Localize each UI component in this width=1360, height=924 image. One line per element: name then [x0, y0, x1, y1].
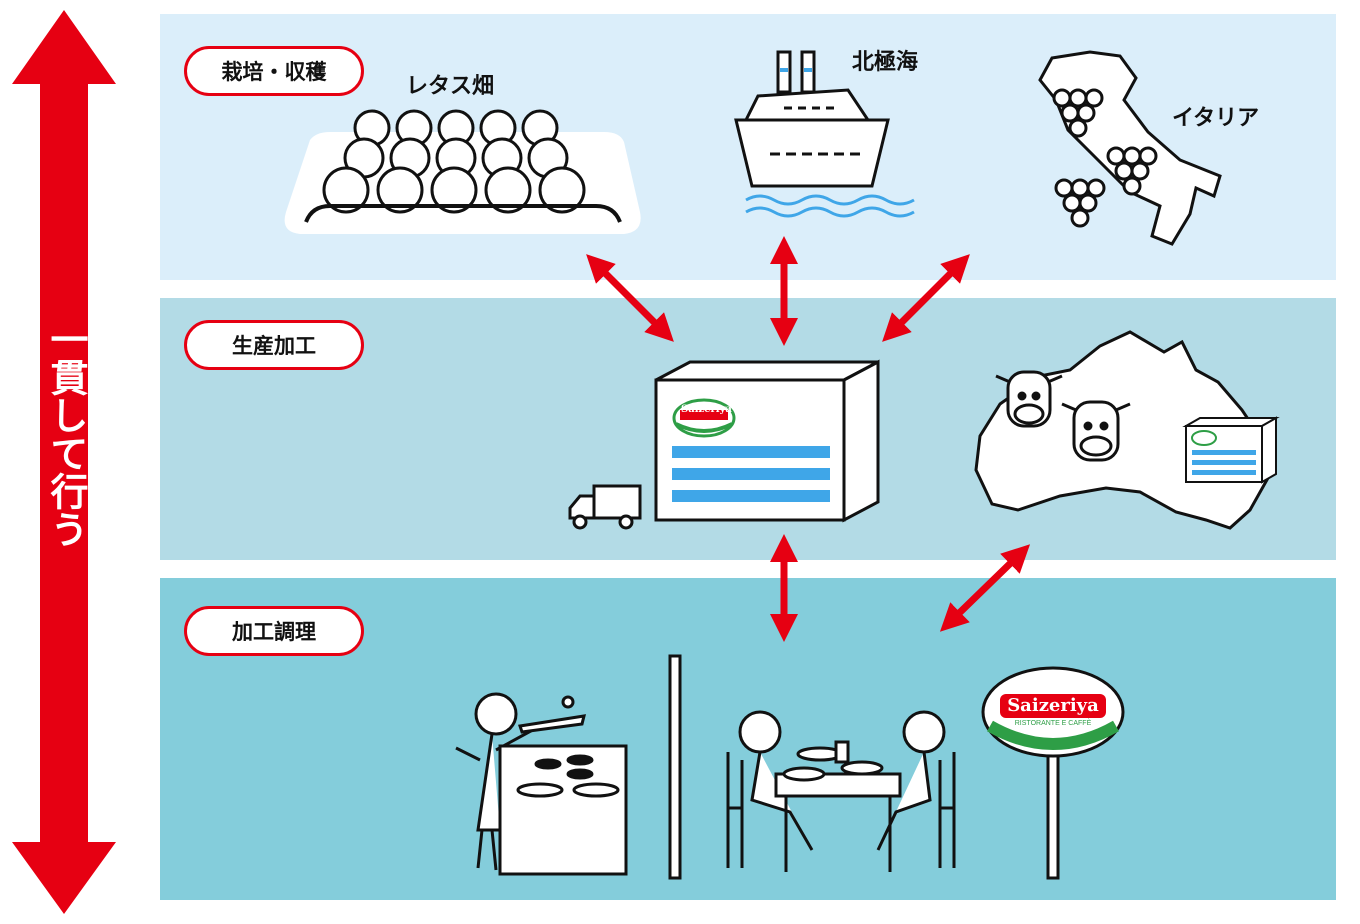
side-double-arrow-icon [12, 10, 116, 914]
side-arrow-label: 一貫して行う [44, 320, 88, 548]
sign-brand-logo: Saizeriya [1007, 695, 1099, 716]
sign-brand-tagline: RISTORANTE E CAFFÈ [1014, 720, 1092, 727]
restaurant-sign-icon [981, 666, 1125, 880]
kitchen-chef-icon [455, 692, 628, 876]
ship-icon [734, 50, 915, 218]
box-brand-logo: Saizeriya [681, 404, 732, 415]
dining-table-icon [726, 710, 956, 872]
mini-box-icon [1182, 416, 1280, 484]
cow-icon [995, 370, 1063, 428]
place-label-north-sea: 北極海 [852, 50, 919, 75]
place-label-lettuce-field: レタス畑 [406, 74, 495, 99]
australia-map-icon [974, 330, 1280, 530]
stage-label-cooking: 加工調理 [184, 606, 364, 656]
grapes-icon [1052, 88, 1158, 228]
place-label-italy: イタリア [1172, 106, 1260, 131]
truck-icon [568, 484, 642, 530]
connector-arrows [586, 236, 1031, 642]
factory-box-icon [654, 359, 880, 523]
cow-icon [1061, 400, 1131, 462]
lettuce-field-icon [284, 109, 641, 234]
italy-map-icon [1038, 50, 1222, 246]
stage-label-production: 生産加工 [184, 320, 364, 370]
stage-label-cultivation: 栽培・収穫 [184, 46, 364, 96]
divider-post [668, 654, 682, 880]
